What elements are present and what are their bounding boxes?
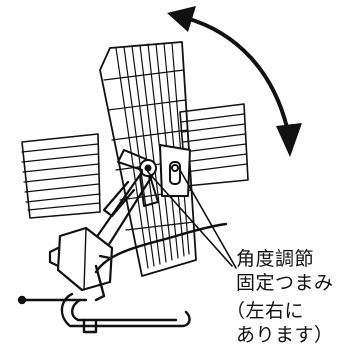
curved-double-arrow-icon: [167, 6, 302, 157]
knob-label-line2: 固定つまみ: [236, 272, 334, 294]
fan-guard-horizontal: [21, 103, 249, 219]
knob-label-line1: 角度調節: [236, 248, 315, 270]
base-stand: [17, 292, 191, 334]
angle-knob-plate: [159, 144, 191, 197]
power-cord: [94, 222, 228, 302]
fan-hub: [117, 149, 159, 207]
support-arm: [94, 170, 154, 248]
knob-label-line3: （左右に: [226, 300, 305, 322]
leader-lines: [147, 169, 237, 269]
motor-housing: [48, 226, 114, 292]
knob-label-line4: あります）: [236, 324, 334, 346]
fan-guard-vertical: [99, 41, 197, 277]
